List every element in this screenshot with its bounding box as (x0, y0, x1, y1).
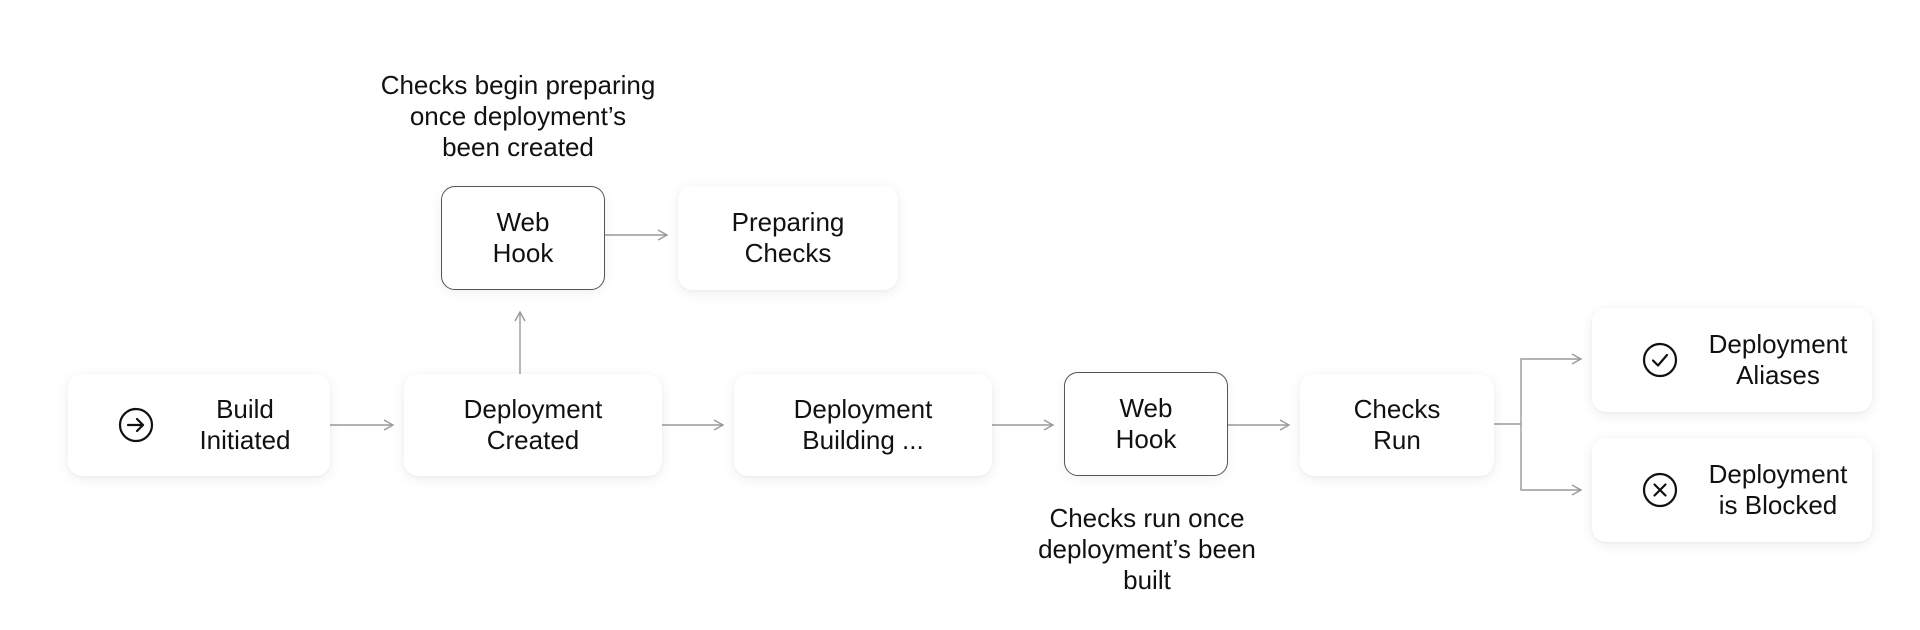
node-deployment-blocked: Deployment is Blocked (1592, 438, 1872, 542)
check-circle-icon (1642, 342, 1678, 378)
arrow-right-circle-icon (118, 407, 154, 443)
connector-split-to-blocked (1520, 424, 1583, 496)
node-label: Web Hook (1116, 393, 1177, 455)
node-label: Deployment Building ... (794, 394, 933, 456)
node-label: Checks Run (1354, 394, 1441, 456)
node-label: Preparing Checks (732, 207, 845, 269)
node-label-line: Web (496, 207, 550, 237)
node-label-line: Hook (1115, 424, 1177, 454)
node-label-line: Building ... (802, 425, 924, 455)
note-checks-preparing: Checks begin preparing once deployment’s… (348, 70, 688, 163)
node-label-line: Deployment (793, 394, 933, 424)
node-label: Deployment Created (464, 394, 603, 456)
node-deployment-created: Deployment Created (404, 374, 662, 476)
node-label-line: Deployment (463, 394, 603, 424)
node-web-hook-top: Web Hook (441, 186, 605, 290)
node-label-line: Build (216, 394, 274, 424)
node-label-line: Checks (744, 238, 832, 268)
note-line: Checks run once (1049, 503, 1245, 533)
node-label: Deployment is Blocked (1704, 459, 1872, 521)
node-label-line: Initiated (199, 425, 291, 455)
node-label: Web Hook (493, 207, 554, 269)
node-label-line: Hook (492, 238, 554, 268)
node-label-line: is Blocked (1718, 490, 1838, 520)
connector-split-to-aliases (1520, 353, 1583, 424)
node-deployment-building: Deployment Building ... (734, 374, 992, 476)
node-build-initiated: Build Initiated (68, 374, 330, 476)
node-label: Deployment Aliases (1704, 329, 1872, 391)
note-line: built (1123, 565, 1171, 595)
note-checks-run: Checks run once deployment’s been built (992, 503, 1302, 596)
node-label-line: Created (486, 425, 580, 455)
node-deployment-aliases: Deployment Aliases (1592, 308, 1872, 412)
node-label-line: Run (1373, 425, 1421, 455)
x-circle-icon (1642, 472, 1678, 508)
node-checks-run: Checks Run (1300, 374, 1494, 476)
node-label-line: Web (1119, 393, 1173, 423)
node-web-hook-bottom: Web Hook (1064, 372, 1228, 476)
node-label-line: Deployment (1708, 329, 1848, 359)
node-label: Build Initiated (180, 394, 330, 456)
note-line: Checks begin preparing (380, 70, 656, 100)
node-label-line: Aliases (1736, 360, 1820, 390)
note-line: been created (442, 132, 594, 162)
node-label-line: Preparing (731, 207, 845, 237)
node-label-line: Checks (1353, 394, 1441, 424)
note-line: deployment’s been (1038, 534, 1256, 564)
node-label-line: Deployment (1708, 459, 1848, 489)
node-preparing-checks: Preparing Checks (678, 186, 898, 290)
note-line: once deployment’s (409, 101, 627, 131)
